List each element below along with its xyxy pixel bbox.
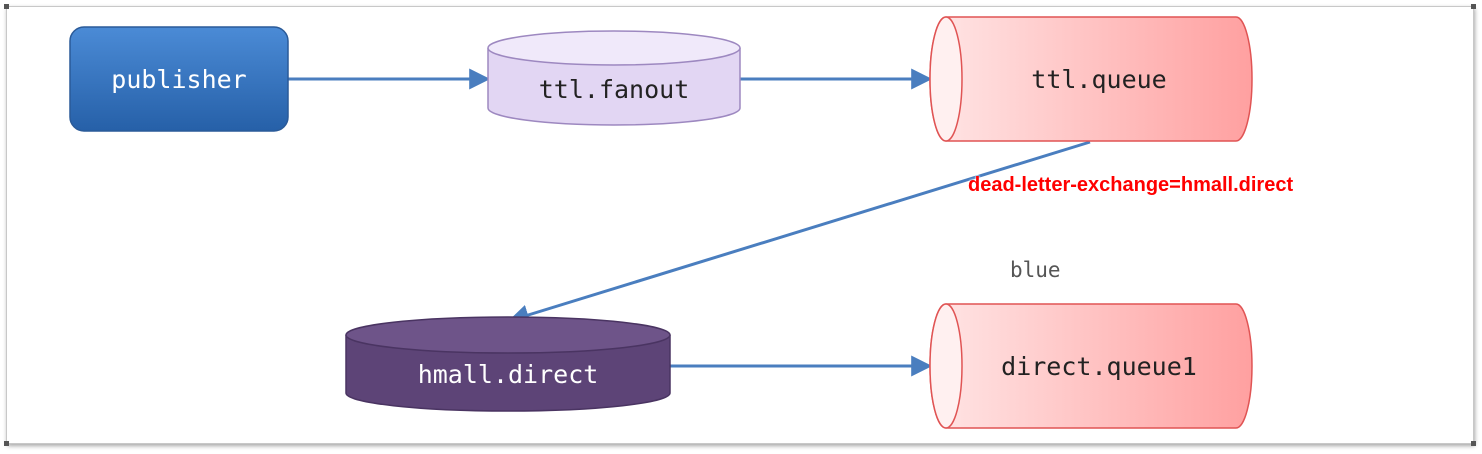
routing-key-label: blue <box>1010 258 1061 282</box>
publisher-node <box>69 26 289 132</box>
publisher-label: publisher <box>111 64 247 94</box>
watermark <box>1312 434 1462 446</box>
ttl-fanout-label: ttl.fanout <box>538 74 690 104</box>
hmall-direct-label: hmall.direct <box>417 359 599 389</box>
frame-corner-bottom-right <box>1471 441 1476 446</box>
frame-corner-bottom-left <box>4 441 9 446</box>
hmall-direct-node <box>345 316 671 412</box>
dead-letter-annotation: dead-letter-exchange=hmall.direct <box>968 174 1294 196</box>
direct-queue1-node <box>929 303 1253 429</box>
frame-corner-top-left <box>4 4 9 9</box>
direct-queue1-label: direct.queue1 <box>1001 351 1197 381</box>
ttl-queue-node <box>929 16 1253 142</box>
frame-corner-top-right <box>1471 4 1476 9</box>
edge-ttl-queue-to-hmall-direct <box>507 140 1091 326</box>
ttl-fanout-node <box>487 30 741 126</box>
ttl-queue-label: ttl.queue <box>1031 64 1167 94</box>
